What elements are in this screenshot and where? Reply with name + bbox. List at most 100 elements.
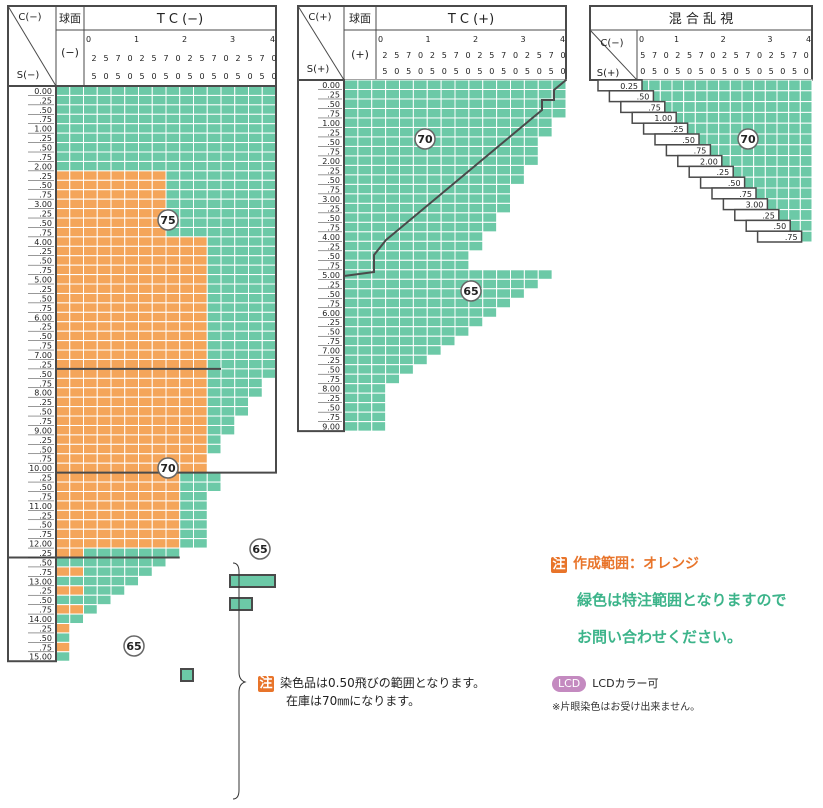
grid-cell bbox=[179, 226, 194, 238]
grid-cell bbox=[55, 547, 71, 559]
grid-cell bbox=[179, 368, 194, 379]
grid-cell bbox=[96, 132, 112, 144]
grid-cell bbox=[261, 311, 277, 323]
grid-cell bbox=[357, 259, 373, 271]
grid-cell bbox=[440, 269, 456, 280]
grid-cell bbox=[179, 245, 194, 257]
grid-cell bbox=[454, 183, 470, 195]
grid-cell bbox=[138, 236, 153, 247]
grid-cell bbox=[385, 240, 400, 252]
grid-cell bbox=[248, 123, 263, 134]
grid-cell bbox=[83, 604, 98, 615]
grid-cell bbox=[83, 189, 98, 200]
grid-cell bbox=[343, 411, 359, 423]
grid-cell bbox=[165, 481, 181, 492]
grid-cell bbox=[523, 136, 539, 147]
grid-cell bbox=[69, 604, 84, 615]
column-digit-upper: 2 bbox=[769, 51, 774, 60]
column-digit-lower: 0 bbox=[804, 67, 809, 76]
grid-cell bbox=[110, 208, 126, 219]
column-digit-lower: 5 bbox=[187, 72, 192, 81]
grid-cell bbox=[220, 406, 236, 417]
grid-cell bbox=[454, 136, 470, 147]
row-label: 12.00 bbox=[29, 540, 52, 549]
row-label: .25 bbox=[327, 280, 340, 289]
grid-cell bbox=[124, 349, 139, 360]
grid-cell bbox=[385, 373, 400, 385]
grid-cell bbox=[764, 133, 778, 146]
grid-cell bbox=[261, 132, 277, 144]
grid-cell bbox=[138, 519, 153, 530]
column-digit-lower: 0 bbox=[561, 67, 566, 76]
grid-cell bbox=[454, 316, 470, 328]
grid-cell bbox=[357, 335, 373, 347]
protrusion-bar bbox=[229, 574, 276, 588]
lcd-note-text: LCDカラー可 bbox=[592, 677, 659, 690]
grid-cell bbox=[96, 434, 112, 445]
grid-cell bbox=[124, 123, 139, 134]
grid-cell bbox=[426, 231, 442, 242]
grid-cell bbox=[110, 85, 126, 96]
grid-cell bbox=[440, 231, 456, 242]
grid-cell bbox=[179, 217, 194, 228]
grid-cell bbox=[55, 283, 71, 294]
grid-cell bbox=[69, 189, 84, 200]
grid-cell bbox=[193, 462, 208, 474]
grid-cell bbox=[671, 101, 685, 113]
diagonal-label: .75 bbox=[739, 190, 752, 199]
column-tick-label: 2 bbox=[473, 35, 478, 44]
column-digit-upper: 0 bbox=[804, 51, 809, 60]
grid-cell bbox=[138, 538, 153, 549]
grid-cell bbox=[399, 335, 414, 347]
grid-cell bbox=[220, 340, 236, 351]
grid-cell bbox=[399, 155, 414, 166]
column-digit-upper: 5 bbox=[734, 51, 739, 60]
grid-cell bbox=[234, 198, 249, 210]
column-digit-lower: 5 bbox=[139, 72, 144, 81]
grid-cell bbox=[151, 434, 167, 445]
grid-cell bbox=[55, 189, 71, 200]
grid-cell bbox=[482, 98, 498, 109]
grid-cell bbox=[55, 208, 71, 219]
grid-cell bbox=[151, 330, 167, 342]
row-label: .25 bbox=[39, 436, 52, 445]
grid-cell bbox=[399, 174, 414, 185]
grid-cell bbox=[371, 373, 387, 385]
grid-cell bbox=[357, 79, 373, 90]
grid-cell bbox=[764, 90, 778, 103]
grid-cell bbox=[764, 187, 778, 200]
grid-cell bbox=[138, 179, 153, 191]
grid-cell bbox=[55, 321, 71, 332]
grid-cell bbox=[426, 335, 442, 347]
grid-cell bbox=[261, 104, 277, 115]
grid-cell bbox=[385, 269, 400, 280]
row-label: .50 bbox=[327, 138, 340, 147]
grid-cell bbox=[206, 340, 222, 351]
grid-cell bbox=[83, 509, 98, 521]
grid-cell bbox=[371, 164, 387, 176]
range-note-line2: 緑色は特注範囲となりますので bbox=[577, 591, 787, 609]
grid-cell bbox=[753, 176, 766, 189]
row-label: .50 bbox=[39, 521, 52, 530]
row-label: .75 bbox=[39, 228, 52, 237]
column-digit-upper: 5 bbox=[247, 54, 252, 63]
grid-cell bbox=[426, 155, 442, 166]
grid-cell bbox=[220, 85, 236, 96]
diagonal-label: 1.00 bbox=[654, 114, 672, 123]
grid-cell bbox=[151, 179, 167, 191]
grid-cell bbox=[248, 179, 263, 191]
grid-cell bbox=[482, 164, 498, 176]
grid-cell bbox=[151, 547, 167, 559]
grid-cell bbox=[764, 176, 778, 189]
grid-cell bbox=[220, 396, 236, 408]
column-digit-upper: 7 bbox=[792, 51, 797, 60]
grid-cell bbox=[440, 117, 456, 128]
grid-cell bbox=[537, 126, 553, 138]
grid-cell bbox=[440, 212, 456, 223]
grid-cell bbox=[343, 259, 359, 271]
grid-cell bbox=[55, 311, 71, 323]
grid-cell bbox=[206, 198, 222, 210]
grid-cell bbox=[110, 236, 126, 247]
grid-cell bbox=[261, 321, 277, 332]
